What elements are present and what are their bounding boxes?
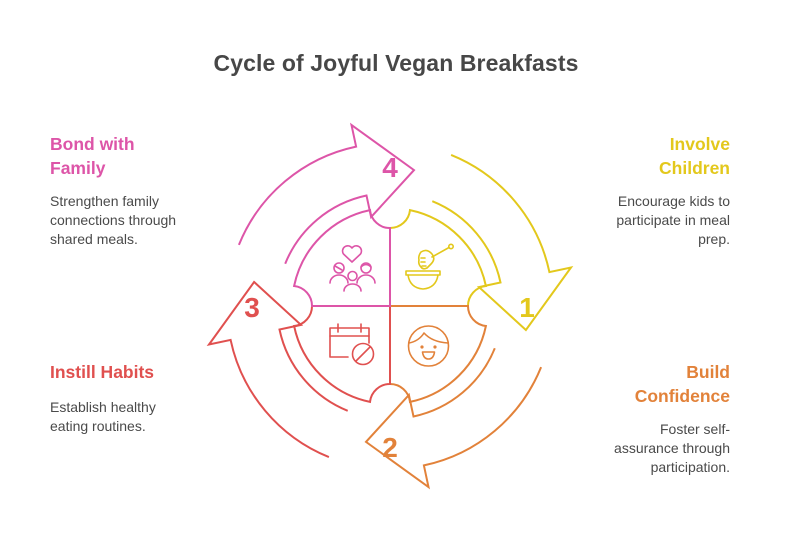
step-2-number: 2 (382, 432, 398, 463)
step-2-heading: Build Confidence (560, 360, 730, 408)
quadrant-step-2 (389, 305, 488, 404)
step-2-heading-line2: Confidence (634, 386, 730, 406)
step-1-desc-line: Encourage kids to (617, 193, 730, 209)
step-2-heading-line1: Build (686, 362, 730, 382)
step-4-heading: Bond with Family (50, 132, 220, 180)
quadrant-step-4 (292, 208, 391, 307)
step-2-desc-line: assurance through (614, 440, 730, 456)
step-4-heading-line2: Family (50, 158, 106, 178)
diagram-title: Cycle of Joyful Vegan Breakfasts (213, 50, 579, 76)
step-4-desc-line: Strengthen family (50, 193, 159, 209)
step-3-desc-line: eating routines. (50, 418, 146, 434)
calendar-no-icon (329, 323, 375, 366)
step-1-desc-line: participate in meal (616, 212, 730, 228)
step-4-arrow (237, 122, 416, 265)
quadrant-step-3 (292, 305, 391, 404)
step-1-arrow (431, 153, 574, 332)
step-2-text-block: Build Confidence Foster self- assurance … (560, 360, 730, 477)
step-4-text-block: Bond with Family Strengthen family conne… (50, 132, 220, 249)
step-3-arrow (206, 280, 349, 459)
smiling-child-face-icon (407, 325, 450, 367)
step-1-desc-line: prep. (698, 231, 730, 247)
step-1-heading-line2: Children (659, 158, 730, 178)
step-3-number: 3 (244, 292, 260, 323)
step-1-description: Encourage kids to participate in meal pr… (560, 192, 730, 249)
step-2-arrow (364, 347, 543, 490)
step-4-heading-line1: Bond with (50, 134, 135, 154)
family-heart-icon (329, 245, 376, 292)
step-2-description: Foster self- assurance through participa… (560, 420, 730, 477)
step-4-description: Strengthen family connections through sh… (50, 192, 220, 249)
step-3-desc-line: Establish healthy (50, 399, 156, 415)
step-3-description: Establish healthy eating routines. (50, 398, 220, 436)
step-1-heading-line1: Involve (669, 134, 730, 154)
step-2-desc-line: participation. (650, 459, 730, 475)
step-1-heading: Involve Children (560, 132, 730, 180)
quadrant-step-1 (389, 208, 488, 307)
step-4-desc-line: connections through (50, 212, 177, 228)
step-3-text-block: Instill Habits Establish healthy eating … (50, 360, 220, 436)
step-4-desc-line: shared meals. (50, 231, 138, 247)
step-3-heading: Instill Habits (50, 360, 220, 384)
step-1-text-block: Involve Children Encourage kids to parti… (560, 132, 730, 249)
step-3-heading-line1: Instill Habits (50, 362, 155, 382)
step-4-number: 4 (382, 152, 398, 183)
step-1-number: 1 (519, 292, 535, 323)
step-2-desc-line: Foster self- (659, 421, 730, 437)
honey-dipper-bowl-icon (405, 243, 454, 290)
